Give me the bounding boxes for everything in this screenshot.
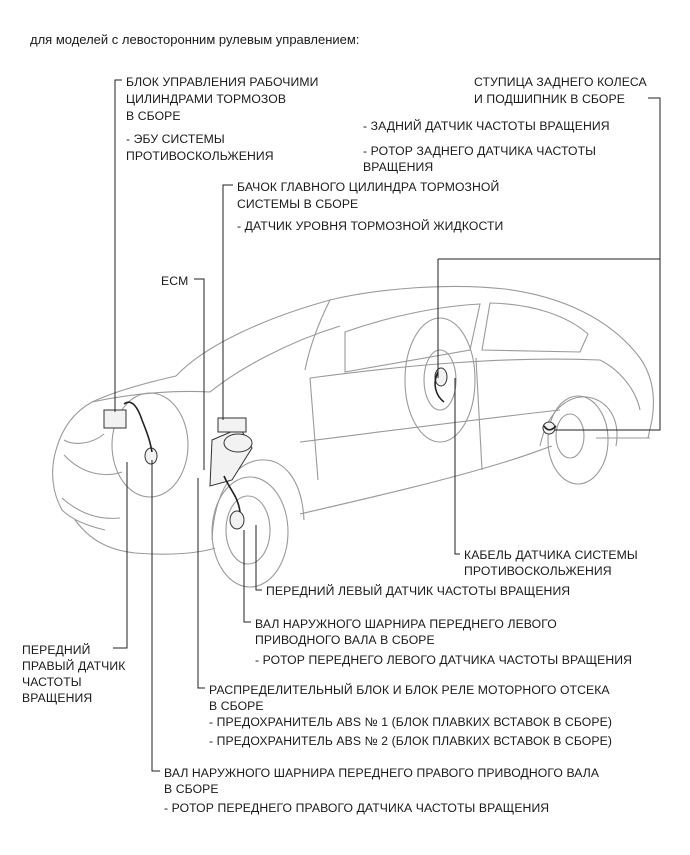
label-skid-ecu-line2: ПРОТИВОСКОЛЬЖЕНИЯ [126, 149, 274, 163]
label-fluid-level-sensor: - ДАТЧИК УРОВНЯ ТОРМОЗНОЙ ЖИДКОСТИ [237, 219, 504, 233]
car-body [52, 285, 655, 588]
label-front-right-sensor-line1: ПЕРЕДНИЙ [22, 643, 91, 657]
label-relay-block-line2: В СБОРЕ [209, 699, 264, 713]
leader-lines [113, 79, 661, 772]
label-ecm: ECM [161, 274, 189, 288]
label-rear-rotor-line2: ВРАЩЕНИЯ [363, 160, 434, 174]
label-skid-ecu-line1: - ЭБУ СИСТЕМЫ [126, 132, 225, 146]
label-front-left-shaft-line1: ВАЛ НАРУЖНОГО ШАРНИРА ПЕРЕДНЕГО ЛЕВОГО [255, 617, 557, 631]
label-rear-hub-line1: СТУПИЦА ЗАДНЕГО КОЛЕСА [474, 75, 647, 89]
label-master-cylinder-line2: СИСТЕМЫ В СБОРЕ [237, 197, 359, 211]
label-brake-actuator-line1: БЛОК УПРАВЛЕНИЯ РАБОЧИМИ [126, 75, 319, 89]
label-skid-cable-line1: КАБЕЛЬ ДАТЧИКА СИСТЕМЫ [464, 548, 638, 562]
label-front-left-sensor: ПЕРЕДНИЙ ЛЕВЫЙ ДАТЧИК ЧАСТОТЫ ВРАЩЕНИЯ [266, 584, 571, 598]
label-rear-rotor-line1: - РОТОР ЗАДНЕГО ДАТЧИКА ЧАСТОТЫ [363, 144, 596, 158]
label-front-right-rotor: - РОТОР ПЕРЕДНЕГО ПРАВОГО ДАТЧИКА ЧАСТОТ… [164, 801, 550, 815]
components [103, 367, 556, 530]
label-front-left-rotor: - РОТОР ПЕРЕДНЕГО ЛЕВОГО ДАТЧИКА ЧАСТОТЫ… [255, 653, 633, 667]
label-brake-actuator-line3: В СБОРЕ [126, 109, 181, 123]
master-cylinder-icon [217, 417, 247, 433]
label-front-right-shaft-line2: В СБОРЕ [164, 782, 219, 796]
label-rear-hub-line2: И ПОДШИПНИК В СБОРЕ [474, 92, 625, 106]
brake-actuator-icon [103, 409, 127, 429]
label-front-left-shaft-line2: ПРИВОДНОГО ВАЛА В СБОРЕ [255, 633, 435, 647]
label-master-cylinder-line1: БАЧОК ГЛАВНОГО ЦИЛИНДРА ТОРМОЗНОЙ [237, 180, 500, 194]
label-skid-cable-line2: ПРОТИВОСКОЛЬЖЕНИЯ [464, 564, 612, 578]
label-rear-speed-sensor: - ЗАДНИЙ ДАТЧИК ЧАСТОТЫ ВРАЩЕНИЯ [363, 119, 610, 133]
label-abs-fuse-1: - ПРЕДОХРАНИТЕЛЬ ABS № 1 (БЛОК ПЛАВКИХ В… [209, 715, 612, 729]
label-abs-fuse-2: - ПРЕДОХРАНИТЕЛЬ ABS № 2 (БЛОК ПЛАВКИХ В… [209, 734, 612, 748]
front-left-sensor-icon [229, 510, 245, 530]
label-front-right-sensor-line3: ЧАСТОТЫ [22, 675, 82, 689]
label-brake-actuator-line2: ЦИЛИНДРАМИ ТОРМОЗОВ [126, 92, 287, 106]
label-front-right-shaft-line1: ВАЛ НАРУЖНОГО ШАРНИРА ПЕРЕДНЕГО ПРАВОГО … [164, 766, 600, 780]
wiring [123, 371, 557, 513]
label-front-right-sensor-line2: ПРАВЫЙ ДАТЧИК [22, 659, 126, 673]
page-header: для моделей с левосторонним рулевым упра… [30, 32, 360, 47]
label-front-right-sensor-line4: ВРАЩЕНИЯ [22, 691, 93, 705]
label-relay-block-line1: РАСПРЕДЕЛИТЕЛЬНЫЙ БЛОК И БЛОК РЕЛЕ МОТОР… [209, 683, 610, 697]
